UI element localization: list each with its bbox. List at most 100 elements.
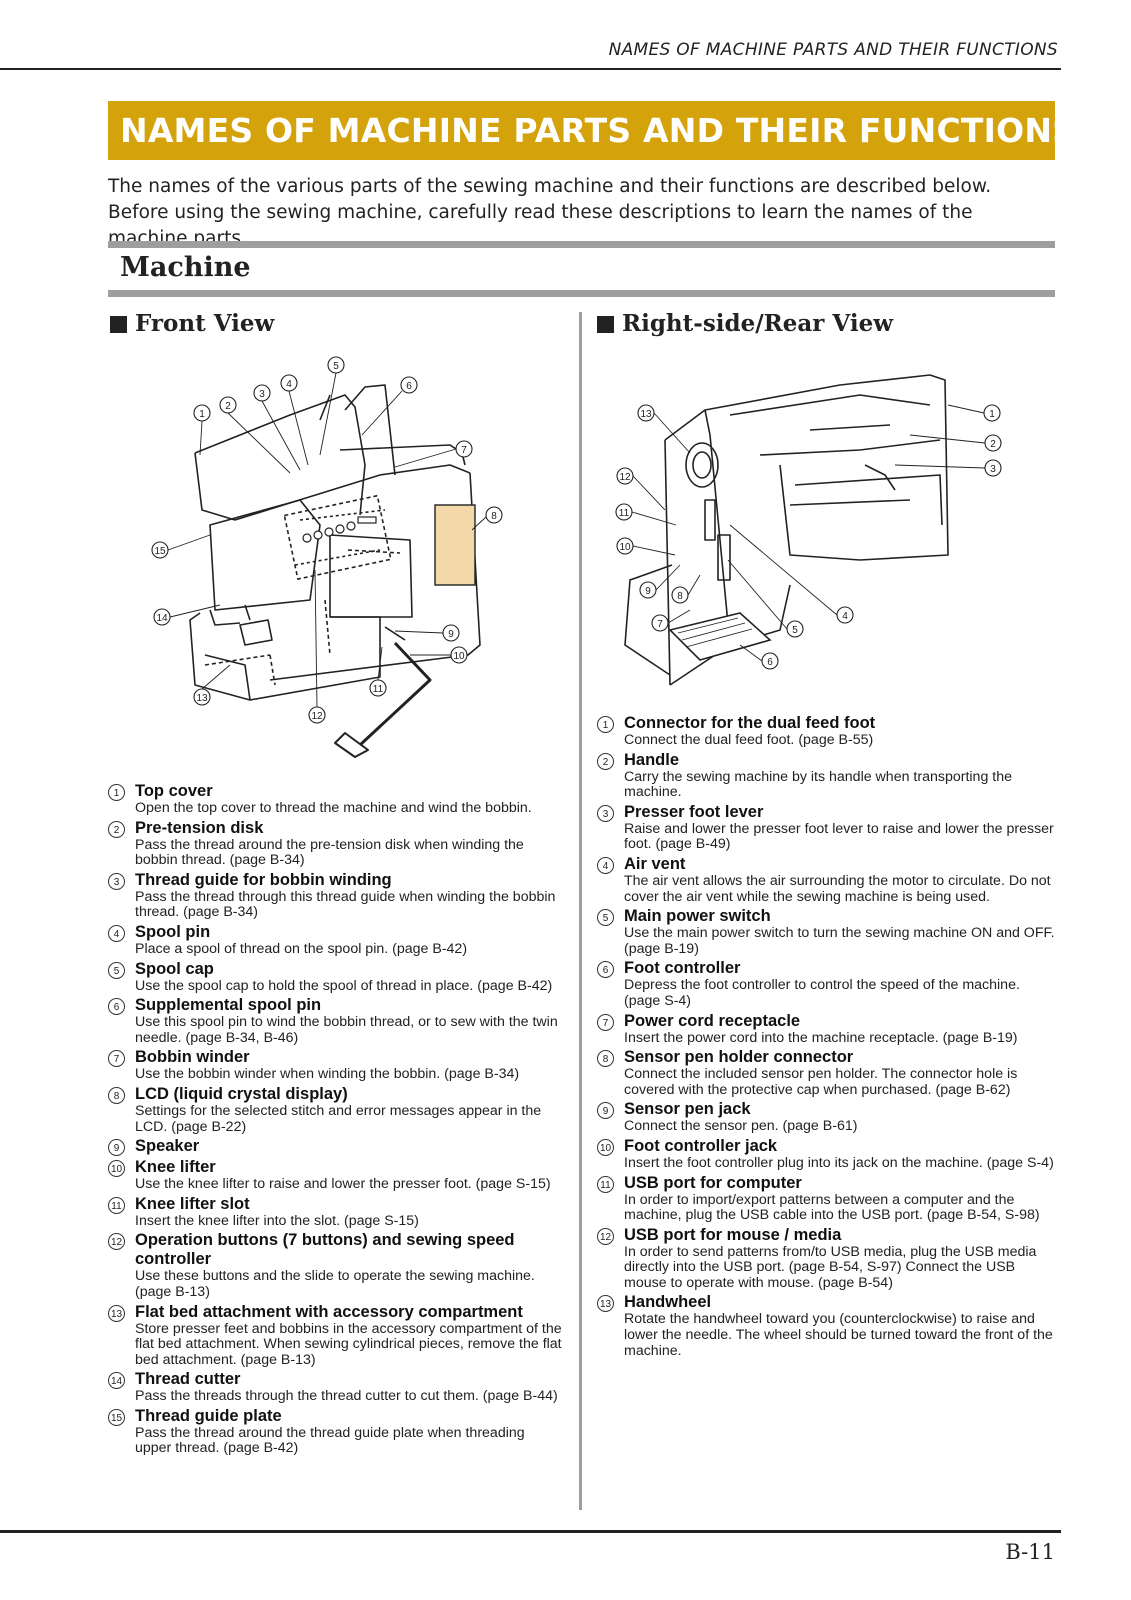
svg-text:2: 2 [225,401,231,412]
svg-text:10: 10 [453,651,465,662]
part-number: 15 [108,1408,125,1426]
list-item: 9 Speaker [108,1137,563,1157]
front-view-heading: Front View [110,309,274,339]
part-description: Open the top cover to thread the machine… [135,800,532,816]
part-name: Presser foot lever [624,802,764,821]
part-number: 6 [597,961,614,979]
front-view-title: Front View [135,310,275,337]
part-name: Spool pin [135,922,211,941]
svg-text:4: 4 [286,379,292,390]
part-description: Use the knee lifter to raise and lower t… [135,1176,551,1193]
part-description: Settings for the selected stitch and err… [135,1102,542,1135]
part-name: Foot controller [624,959,741,978]
part-name: Connector for the dual feed foot [624,714,876,732]
part-description: Use the bobbin winder when winding the b… [135,1066,520,1083]
part-number: 13 [597,1295,614,1313]
svg-text:8: 8 [491,511,497,522]
part-description: Store presser feet and bobbins in the ac… [135,1320,562,1368]
svg-text:9: 9 [645,586,651,597]
part-number: 7 [108,1050,125,1068]
part-description: Connect the sensor pen. (page B-61) [624,1118,858,1135]
part-description: Connect the included sensor pen holder. … [624,1066,1018,1098]
svg-text:15: 15 [154,546,166,557]
svg-text:5: 5 [792,625,798,636]
part-number: 1 [108,784,125,801]
part-name: Sensor pen jack [624,1100,751,1119]
part-description: Place a spool of thread on the spool pin… [135,940,468,957]
svg-text:1: 1 [199,409,205,420]
part-name: Thread cutter [135,1370,241,1389]
svg-text:12: 12 [311,711,323,722]
part-name: Handle [624,750,680,769]
part-number: 11 [108,1196,125,1214]
part-number: 9 [597,1102,614,1120]
part-number: 3 [597,804,614,822]
part-description: Connect the dual feed foot. (page B-55) [624,732,874,748]
svg-text:6: 6 [406,381,412,392]
part-name: LCD (liquid crystal display) [135,1084,348,1103]
part-number: 7 [597,1013,614,1031]
part-description: Rotate the handwheel toward you (counter… [624,1311,1053,1359]
svg-text:13: 13 [640,409,652,420]
svg-text:10: 10 [619,542,631,553]
part-description: Use the main power switch to turn the se… [624,925,1055,957]
svg-text:2: 2 [990,439,996,450]
header-rule [0,68,1061,70]
part-description: Raise and lower the presser foot lever t… [624,820,1054,853]
running-header: NAMES OF MACHINE PARTS AND THEIR FUNCTIO… [608,40,1058,60]
part-description: Depress the foot controller to control t… [624,977,1020,1009]
svg-text:8: 8 [677,591,683,602]
part-description: Pass the thread through this thread guid… [135,888,556,921]
svg-text:11: 11 [373,684,384,695]
part-description: The air vent allows the air surrounding … [624,872,1051,905]
part-name: Handwheel [624,1293,712,1312]
part-number: 10 [597,1138,614,1156]
svg-text:4: 4 [842,611,848,622]
part-number: 2 [597,752,614,770]
part-number: 13 [108,1304,125,1322]
part-name: USB port for mouse / media [624,1225,842,1244]
part-number: 14 [108,1372,125,1390]
part-number: 9 [108,1139,125,1157]
part-number: 12 [597,1227,614,1245]
part-description: Insert the foot controller plug into its… [624,1154,1054,1171]
part-name: Sensor pen holder connector [624,1048,854,1067]
part-description: Insert the power cord into the machine r… [624,1029,1018,1046]
part-description: Pass the thread around the pre-tension d… [135,836,524,869]
svg-text:6: 6 [767,657,773,668]
part-name: Foot controller jack [624,1136,778,1155]
svg-text:7: 7 [657,619,663,630]
part-name: Supplemental spool pin [135,996,322,1015]
svg-text:14: 14 [156,613,168,624]
footer-rule [0,1530,1061,1533]
part-description: Use these buttons and the slide to opera… [135,1268,535,1300]
part-name: Thread guide plate [135,1406,282,1425]
part-name: Speaker [135,1137,200,1156]
svg-text:3: 3 [259,389,265,400]
part-name: Top cover [135,782,213,800]
part-number: 5 [597,909,614,927]
part-number: 4 [108,924,125,942]
